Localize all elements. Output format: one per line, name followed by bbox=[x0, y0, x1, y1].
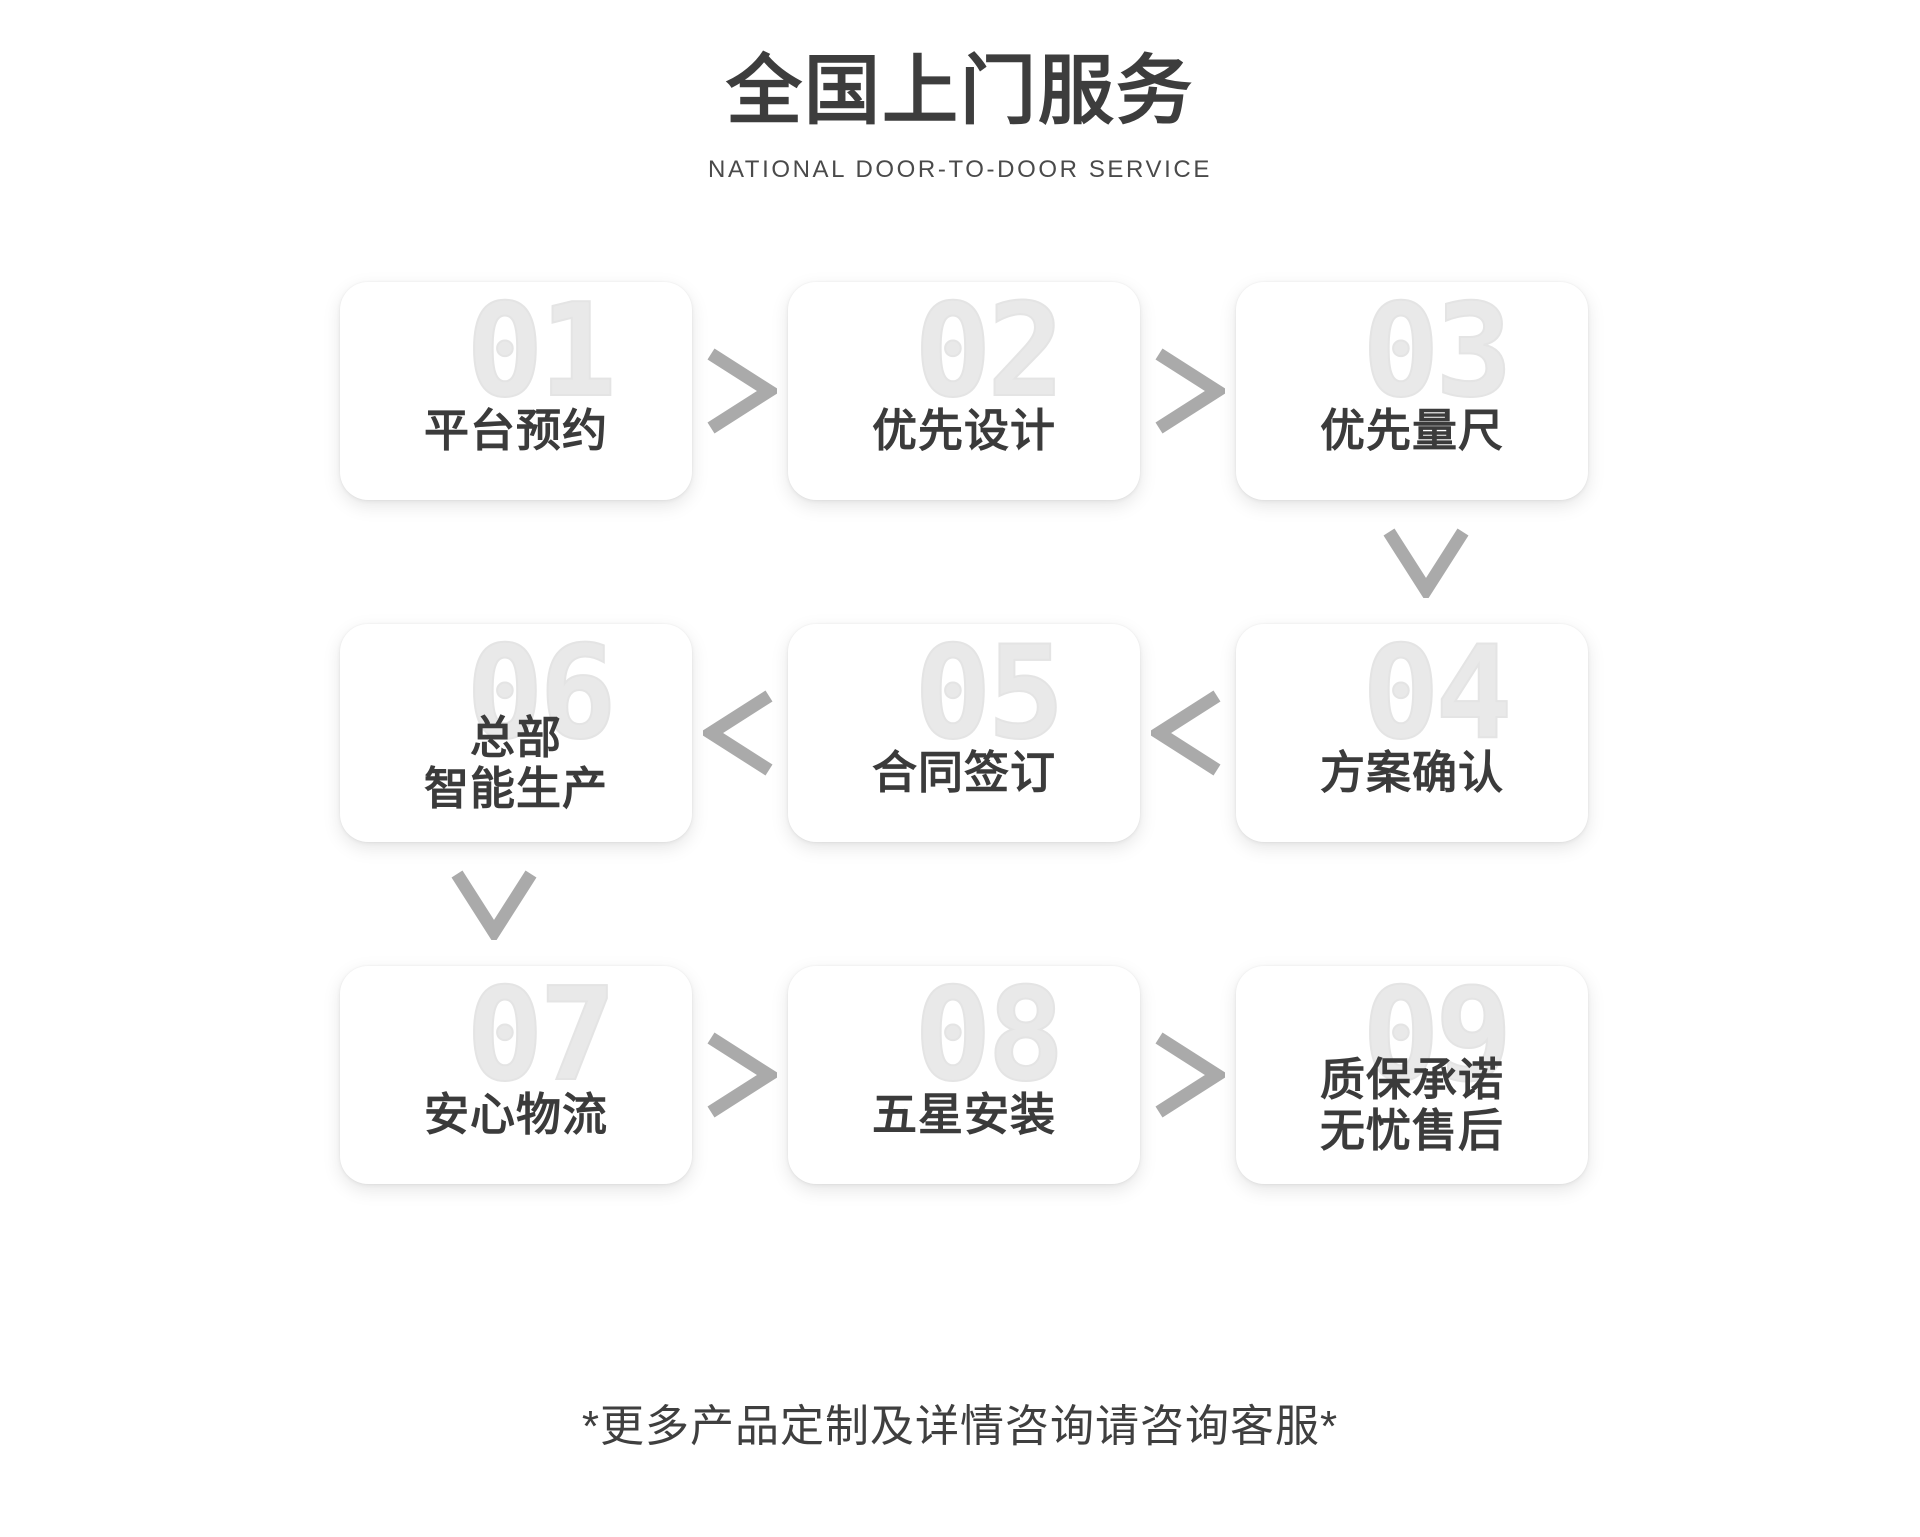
flow-gap-row-2 bbox=[340, 842, 1580, 966]
step-label: 方案确认 bbox=[1319, 746, 1504, 798]
step-number-watermark: 03 bbox=[1361, 282, 1513, 426]
flow-row-3: 07 安心物流 08 五星安装 09 质保承诺 bbox=[340, 966, 1588, 1184]
step-label-line2: 智能生产 bbox=[423, 762, 608, 814]
step-label: 合同签订 bbox=[871, 746, 1056, 798]
flow-step-card-05[interactable]: 05 合同签订 bbox=[788, 624, 1140, 842]
step-label-line2: 无忧售后 bbox=[1319, 1104, 1504, 1156]
step-label: 五星安装 bbox=[871, 1088, 1056, 1140]
step-label: 平台预约 bbox=[423, 404, 608, 456]
footer-note: *更多产品定制及详情咨询请咨询客服* bbox=[581, 1402, 1339, 1451]
connector-down-icon-06-07 bbox=[446, 848, 542, 958]
step-number-watermark: 05 bbox=[913, 624, 1065, 768]
step-label: 总部 智能生产 bbox=[340, 713, 692, 814]
step-number-watermark: 01 bbox=[465, 282, 617, 426]
step-label: 优先设计 bbox=[871, 404, 1056, 456]
step-number-watermark: 04 bbox=[1361, 624, 1513, 768]
flow-step-card-01[interactable]: 01 平台预约 bbox=[340, 282, 692, 500]
step-label-line1: 总部 bbox=[469, 712, 562, 764]
flow-step-card-07[interactable]: 07 安心物流 bbox=[340, 966, 692, 1184]
flow-step-card-06[interactable]: 06 总部 智能生产 bbox=[340, 624, 692, 842]
page-subtitle: NATIONAL DOOR-TO-DOOR SERVICE bbox=[708, 155, 1212, 183]
step-label: 安心物流 bbox=[423, 1088, 608, 1140]
step-number-watermark: 07 bbox=[465, 966, 617, 1110]
step-label: 质保承诺 无忧售后 bbox=[1236, 1055, 1588, 1156]
connector-down-icon-03-04 bbox=[1378, 506, 1474, 616]
connector-right-icon-08-09 bbox=[1140, 966, 1236, 1184]
service-flow-diagram: 01 平台预约 02 优先设计 03 优先量尺 bbox=[340, 282, 1588, 1184]
flow-step-card-04[interactable]: 04 方案确认 bbox=[1236, 624, 1588, 842]
flow-gap-row-1 bbox=[340, 500, 1580, 624]
flow-step-card-03[interactable]: 03 优先量尺 bbox=[1236, 282, 1588, 500]
step-number-watermark: 02 bbox=[913, 282, 1065, 426]
connector-right-icon-02-03 bbox=[1140, 282, 1236, 500]
flow-step-card-08[interactable]: 08 五星安装 bbox=[788, 966, 1140, 1184]
connector-left-icon-04-05 bbox=[1140, 624, 1236, 842]
flow-row-2: 06 总部 智能生产 05 合同签订 0 bbox=[340, 624, 1588, 842]
connector-left-icon-05-06 bbox=[692, 624, 788, 842]
page-header: 全国上门服务 NATIONAL DOOR-TO-DOOR SERVICE bbox=[0, 50, 1920, 184]
step-number-watermark: 08 bbox=[913, 966, 1065, 1110]
flow-row-1: 01 平台预约 02 优先设计 03 优先量尺 bbox=[340, 282, 1588, 500]
step-label: 优先量尺 bbox=[1319, 404, 1504, 456]
step-label-line1: 质保承诺 bbox=[1319, 1054, 1504, 1106]
connector-right-icon-07-08 bbox=[692, 966, 788, 1184]
flow-step-card-02[interactable]: 02 优先设计 bbox=[788, 282, 1140, 500]
flow-step-card-09[interactable]: 09 质保承诺 无忧售后 bbox=[1236, 966, 1588, 1184]
page-title: 全国上门服务 bbox=[726, 49, 1194, 134]
connector-right-icon-01-02 bbox=[692, 282, 788, 500]
